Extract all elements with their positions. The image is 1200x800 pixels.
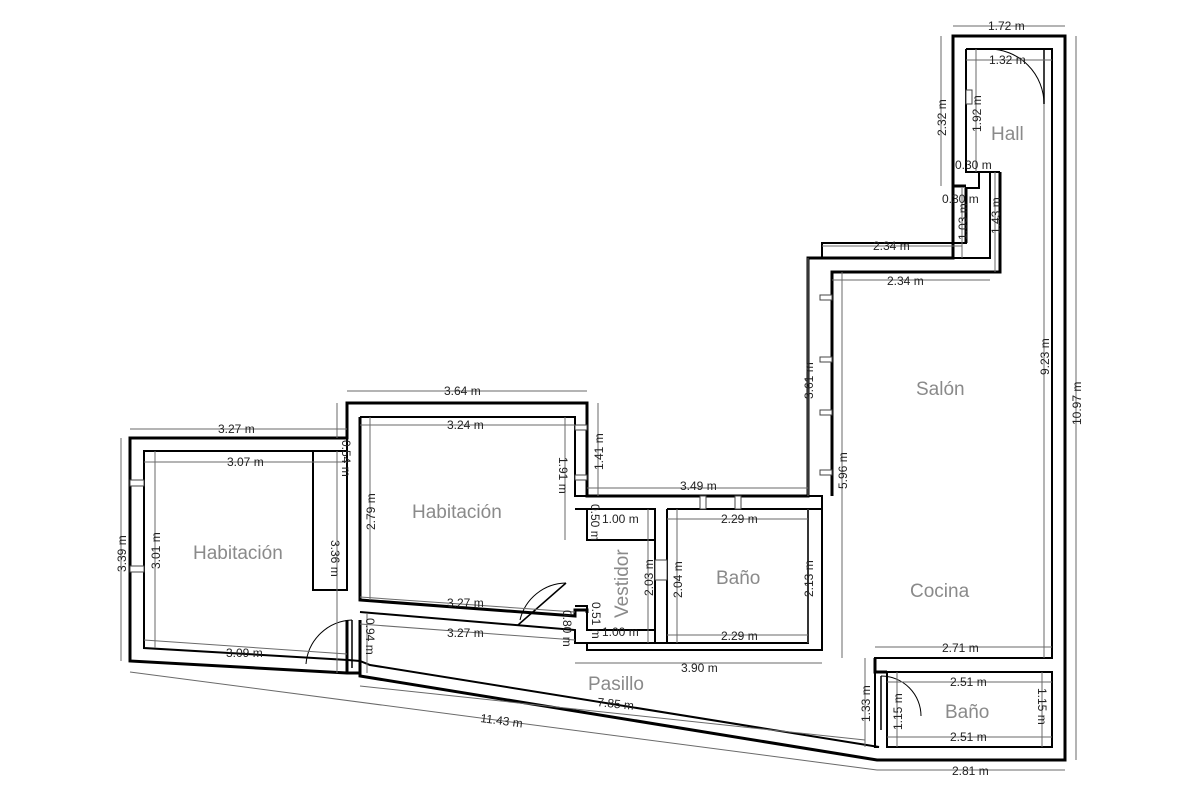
dim-line-7-85 — [359, 685, 866, 741]
dim-line-3-27-b — [359, 596, 576, 613]
dim-line-11-43 — [129, 671, 878, 771]
left-closet — [312, 451, 348, 591]
window-cocina-2 — [734, 495, 742, 510]
window-bath-1 — [654, 559, 668, 581]
dim-label: 1.03 m — [956, 203, 970, 240]
dim-label: 0.30 m — [955, 158, 992, 172]
dim-line-3-27-c — [359, 623, 576, 641]
dim-label: 2.34 m — [887, 274, 924, 288]
doors — [305, 48, 1045, 730]
window-cocina-1 — [699, 495, 707, 510]
window-salon-1 — [819, 294, 833, 301]
window-salon-4 — [819, 469, 833, 476]
dim-label: 1.33 m — [859, 685, 873, 722]
dim-label: 3.39 m — [115, 535, 129, 572]
dim-label: 2.71 m — [942, 641, 979, 655]
dim-label: 1.15 m — [1035, 688, 1049, 725]
dim-label: 1.41 m — [592, 433, 606, 470]
dim-label: 3.90 m — [681, 661, 718, 675]
window-left-1 — [129, 479, 145, 487]
dim-label: 5.96 m — [836, 452, 850, 489]
door-bath-arc — [880, 675, 922, 717]
dim-label: 9.23 m — [1038, 338, 1052, 375]
dimension-labels: 1.72 m 1.32 m 2.32 m 1.92 m 0.30 m 0.30 … — [115, 19, 1084, 778]
dim-label: 3.07 m — [227, 455, 264, 469]
window-center-1 — [574, 424, 588, 431]
dim-label: 0.80 m — [560, 610, 574, 647]
habitacion-center-wall — [360, 416, 587, 497]
salon-west-wall — [830, 172, 1002, 496]
dim-line-3-09 — [143, 639, 348, 655]
dim-label: 1.15 m — [891, 693, 905, 730]
dim-label: 0.94 m — [363, 618, 377, 655]
dim-label: 0.30 m — [942, 192, 979, 206]
dim-label: 2.34 m — [873, 239, 910, 253]
dim-label: 2.51 m — [950, 730, 987, 744]
room-label-vestidor: Vestidor — [612, 549, 633, 618]
bano-right-wall-outer — [873, 658, 887, 674]
room-label-bano-center: Baño — [716, 568, 760, 589]
windows — [129, 89, 973, 581]
dim-label: 2.03 m — [642, 559, 656, 596]
room-label-cocina: Cocina — [910, 581, 970, 602]
dim-label: 0.54 m — [339, 440, 353, 477]
dim-label: 1.92 m — [970, 95, 984, 132]
dim-label: 3.64 m — [444, 384, 481, 398]
dim-label: 1.72 m — [988, 19, 1025, 33]
vestidor-wall-3 — [575, 605, 656, 644]
hall-step-wall — [822, 171, 991, 259]
dim-label: 0.50 m — [588, 504, 602, 541]
dim-label: 10.97 m — [1070, 382, 1084, 425]
dim-label: 2.29 m — [721, 512, 758, 526]
dim-label: 2.51 m — [950, 675, 987, 689]
dim-label: 3.49 m — [680, 479, 717, 493]
room-label-salon: Salón — [916, 379, 965, 400]
door-hall-arc — [988, 48, 1045, 105]
door-center-leaf — [517, 582, 567, 626]
hall-notch-wall-outer — [951, 36, 966, 188]
room-labels: Hall Salón Cocina Habitación Habitación … — [193, 124, 1024, 723]
room-label-bano-right: Baño — [945, 702, 989, 723]
dim-label: 3.27 m — [218, 422, 255, 436]
window-salon-3 — [819, 409, 833, 416]
room-label-habitacion-left: Habitación — [193, 543, 283, 564]
window-left-2 — [129, 565, 145, 573]
window-hall — [965, 89, 973, 105]
outer-wall-inner — [143, 48, 1053, 748]
dim-label: 3.24 m — [447, 418, 484, 432]
dim-label: 3.27 m — [447, 596, 484, 610]
dimension-lines — [120, 25, 1077, 771]
dim-label: 3.01 m — [149, 532, 163, 569]
room-label-pasillo: Pasillo — [588, 674, 644, 695]
dim-label: 3.09 m — [226, 646, 263, 660]
door-left-arc — [305, 619, 353, 665]
dim-label: 2.81 m — [952, 764, 989, 778]
dim-label: 2.13 m — [802, 560, 816, 597]
dim-label: 7.85 m — [597, 695, 635, 713]
window-center-2 — [574, 474, 588, 481]
bano-right-wall — [886, 671, 1053, 748]
dim-label: 1.00 m — [602, 512, 639, 526]
dim-label: 3.36 m — [328, 540, 342, 577]
window-salon-2 — [819, 356, 833, 363]
door-center-arc — [519, 582, 567, 621]
dim-label: 1.32 m — [989, 53, 1026, 67]
dim-label: 1.00 m — [602, 625, 639, 639]
dim-label: 11.43 m — [480, 711, 524, 730]
dim-label: 1.91 m — [556, 457, 570, 494]
dim-label: 2.04 m — [671, 561, 685, 598]
room-label-hall: Hall — [991, 124, 1024, 145]
hall-notch-wall — [821, 49, 980, 258]
room-label-habitacion-center: Habitación — [412, 502, 502, 523]
dim-label: 3.27 m — [447, 626, 484, 640]
dim-label: 1.43 m — [989, 197, 1003, 234]
dim-label: 2.32 m — [935, 99, 949, 136]
dim-label: 0.51 m — [589, 602, 603, 639]
dim-label: 3.61 m — [802, 362, 816, 399]
dim-label: 2.79 m — [364, 493, 378, 530]
dim-label: 2.29 m — [721, 629, 758, 643]
